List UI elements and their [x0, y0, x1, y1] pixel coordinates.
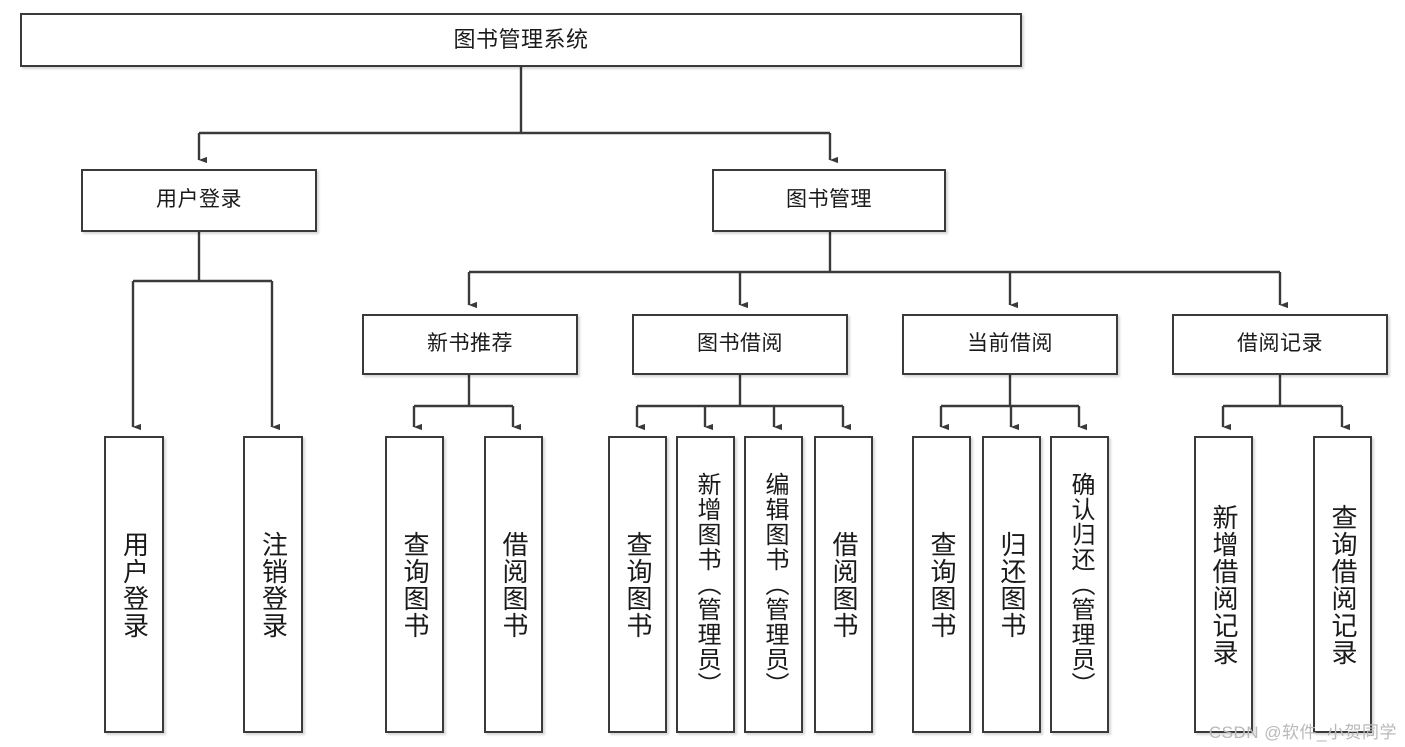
node-leaf-query-book-borrow[interactable]: 查询图书: [608, 436, 667, 733]
node-book-management[interactable]: 图书管理: [712, 169, 946, 232]
node-label: 借阅记录: [1237, 332, 1323, 356]
node-leaf-edit-book-admin[interactable]: 编辑图书（管理员）: [744, 436, 803, 733]
node-label: 图书管理系统: [453, 27, 589, 53]
node-leaf-borrow-book[interactable]: 借阅图书: [814, 436, 873, 733]
node-current-borrow[interactable]: 当前借阅: [902, 314, 1118, 375]
node-leaf-return-book[interactable]: 归还图书: [982, 436, 1041, 733]
csdn-watermark: CSDN @软件_小贺同学: [1208, 723, 1397, 742]
node-label: 图书管理: [786, 188, 872, 212]
node-leaf-query-borrow-record[interactable]: 查询借阅记录: [1313, 436, 1372, 733]
node-label: 借阅图书: [499, 530, 530, 639]
node-label: 查询借阅记录: [1328, 503, 1359, 666]
node-book-borrow[interactable]: 图书借阅: [632, 314, 848, 375]
node-label: 用户登录: [119, 530, 150, 639]
node-label: 新增借阅记录: [1209, 503, 1240, 666]
node-leaf-query-book-current[interactable]: 查询图书: [912, 436, 971, 733]
node-label: 当前借阅: [967, 332, 1053, 356]
node-label: 新增图书（管理员）: [692, 472, 720, 697]
node-label: 查询图书: [927, 530, 958, 639]
node-label: 新书推荐: [427, 332, 513, 356]
node-leaf-user-login[interactable]: 用户登录: [104, 436, 164, 733]
node-label: 查询图书: [623, 530, 654, 639]
node-label: 编辑图书（管理员）: [760, 472, 788, 697]
node-label: 用户登录: [156, 188, 242, 212]
node-root-book-management-system[interactable]: 图书管理系统: [20, 13, 1022, 67]
node-leaf-confirm-return-admin[interactable]: 确认归还（管理员）: [1050, 436, 1109, 733]
node-label: 借阅图书: [829, 530, 860, 639]
node-new-book-recommendation[interactable]: 新书推荐: [362, 314, 578, 375]
node-borrow-record[interactable]: 借阅记录: [1172, 314, 1388, 375]
node-leaf-borrow-book-recommendation[interactable]: 借阅图书: [484, 436, 543, 733]
node-leaf-query-book-recommendation[interactable]: 查询图书: [385, 436, 444, 733]
node-leaf-add-book-admin[interactable]: 新增图书（管理员）: [676, 436, 735, 733]
node-label: 查询图书: [400, 530, 431, 639]
node-user-login[interactable]: 用户登录: [81, 169, 317, 232]
node-label: 图书借阅: [697, 332, 783, 356]
node-label: 确认归还（管理员）: [1066, 472, 1094, 697]
node-label: 归还图书: [997, 530, 1028, 639]
node-leaf-logout[interactable]: 注销登录: [243, 436, 303, 733]
node-leaf-add-borrow-record[interactable]: 新增借阅记录: [1194, 436, 1253, 733]
node-label: 注销登录: [258, 530, 289, 639]
